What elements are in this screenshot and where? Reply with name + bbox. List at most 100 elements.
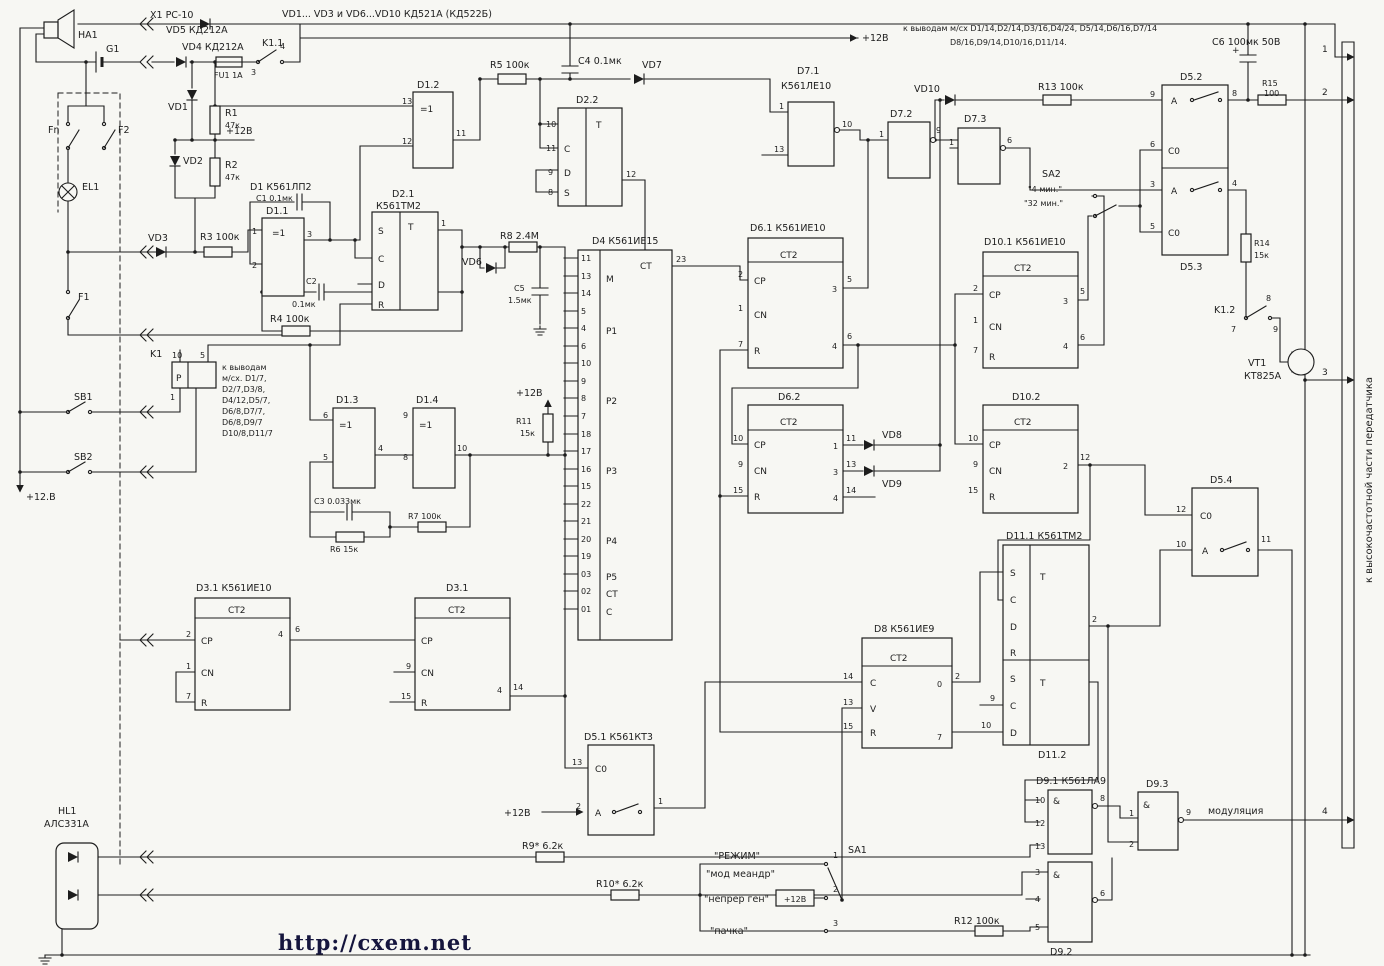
d101-title: D10.1 К561ИЕ10 [984, 237, 1066, 248]
ic-d7-3 [957, 127, 1001, 185]
analog-switch-d5-3 [1189, 181, 1223, 193]
d21-pin1: 1 [441, 219, 446, 228]
d71-label: D7.1 [797, 66, 819, 77]
d31b-pin14: 14 [513, 683, 523, 692]
ic-d8 [861, 637, 953, 749]
f1-label: F1 [78, 292, 90, 303]
d31b-ct2: CT2 [448, 606, 466, 616]
k1-p: P [176, 374, 182, 384]
c4-label: C4 0.1мк [578, 56, 622, 67]
d101-pin2: 2 [973, 284, 978, 293]
fn-label: Fn [48, 125, 60, 136]
d11x-t1: T [1039, 573, 1046, 583]
out2-label: 2 [1322, 88, 1328, 98]
io-left-3: D2/7,D3/8, [222, 385, 265, 394]
d93-pin9: 9 [1186, 808, 1191, 817]
d4-pin23: 23 [676, 255, 686, 264]
mode-2: "непрер ген" [704, 894, 769, 905]
switch-f1 [65, 289, 80, 321]
ic-d3-1b [414, 597, 511, 711]
d4-p3: P3 [606, 467, 617, 477]
d61-pin2: 2 [738, 270, 743, 279]
edge-connector [1341, 41, 1355, 849]
d73-pin1: 1 [949, 138, 954, 147]
d102-pin15: 15 [968, 486, 978, 495]
wire-oscillator [119, 441, 863, 809]
resistor-r6 [335, 531, 365, 543]
d4-p5: P5 [606, 573, 617, 583]
analog-switch-d5-1 [611, 803, 643, 815]
d62-pin14: 14 [846, 486, 856, 495]
sb2-label: SB2 [74, 452, 93, 463]
r12-label: R12 100к [954, 916, 1000, 927]
ic-d9-3 [1137, 791, 1179, 851]
vd1-label: VD1 [168, 102, 188, 113]
io-left-5: D6/8,D7/7, [222, 407, 265, 416]
wires [19, 23, 1339, 956]
capacitor-c2-icon [318, 283, 325, 301]
d61-pin1: 1 [738, 304, 743, 313]
d4-pin: 9 [581, 377, 586, 386]
d54-c0: C0 [1200, 512, 1212, 522]
d14-pin8: 8 [403, 453, 408, 462]
diode-vd9-icon [863, 465, 875, 477]
d31a-r: R [201, 699, 207, 709]
d22-d: D [564, 169, 571, 179]
d14-label: D1.4 [416, 395, 438, 406]
k1-pin10: 10 [172, 351, 182, 360]
c1-label: C1 0.1мк [256, 194, 293, 203]
d62-pin10: 10 [733, 434, 743, 443]
resistor-r9 [535, 851, 565, 863]
fu1-label: FU1 1А [214, 71, 243, 80]
switch-f2 [101, 121, 116, 151]
d61-q3: 3 [832, 285, 837, 294]
sa1-pin2: 2 [833, 885, 838, 894]
switch-fn [65, 121, 80, 151]
d92-amp: & [1053, 871, 1060, 881]
resistor-r4 [281, 325, 311, 337]
d31a-pin7: 7 [186, 692, 191, 701]
d62-r: R [754, 493, 760, 503]
resistor-r3 [203, 246, 233, 258]
d91-pin8: 8 [1100, 794, 1105, 803]
vd6-label: VD6 [462, 257, 482, 268]
d91-pin10: 10 [1035, 796, 1045, 805]
d4-pin: 19 [581, 552, 591, 561]
r11-label: R11 [516, 417, 532, 426]
d101-pin6: 6 [1080, 333, 1085, 342]
d22-pin12: 12 [626, 170, 636, 179]
d11x-pin10: 10 [981, 721, 991, 730]
d101-ct2: CT2 [1014, 264, 1032, 274]
wire-reset-counters [719, 349, 1004, 901]
r3-label: R3 100к [200, 232, 240, 243]
sa2-pos2: "32 мин." [1024, 199, 1063, 208]
d11-gate: =1 [272, 229, 285, 239]
c6-label: С6 100мк 50В [1212, 37, 1280, 48]
d52-label: D5.2 [1180, 72, 1202, 83]
d4-pin: 15 [581, 482, 591, 491]
x1-label: X1 PC-10 [150, 10, 193, 21]
ic-d1-3 [332, 407, 376, 489]
d11x-r1: R [1010, 649, 1016, 659]
d54-a: A [1202, 547, 1209, 557]
diode-vd1-icon [186, 89, 198, 101]
d71-pin10: 10 [842, 120, 852, 129]
d61-pin7: 7 [738, 340, 743, 349]
d4-pin: 02 [581, 587, 591, 596]
ic-d1-2 [412, 91, 454, 169]
d4-pin: 20 [581, 535, 591, 544]
connector-contact-icon [139, 55, 154, 69]
ic-d5-2-3 [1161, 84, 1229, 256]
d31a-pin6: 6 [295, 625, 300, 634]
c5-value: 1.5мк [508, 296, 532, 305]
switch-sa1 [823, 861, 843, 934]
d11-pin1: 1 [252, 227, 257, 236]
d102-ct2: CT2 [1014, 418, 1032, 428]
plus12b-label: +12.В [26, 492, 56, 503]
d4-pin: 17 [581, 447, 591, 456]
d12-pin13: 13 [402, 97, 412, 106]
k11-pin4: 4 [280, 42, 285, 51]
d31b-pin9: 9 [406, 662, 411, 671]
d101-pin7: 7 [973, 346, 978, 355]
